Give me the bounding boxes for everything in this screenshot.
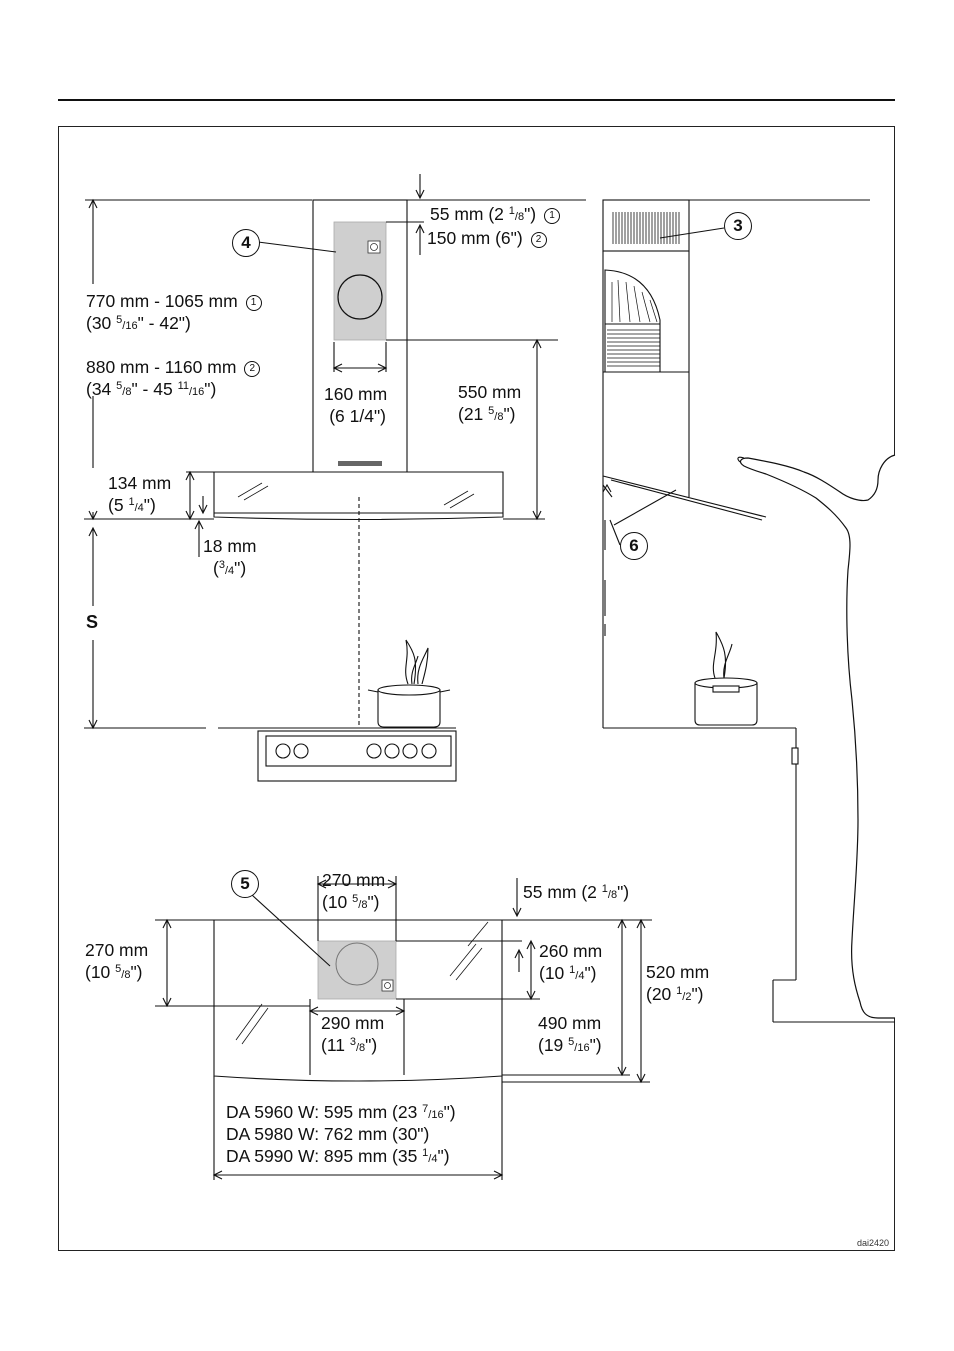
model-width-row: DA 5960 W: 595 mm (23 7/16") [226, 1102, 456, 1122]
model-widths: DA 5960 W: 595 mm (23 7/16") DA 5980 W: … [226, 1101, 456, 1167]
callout-3: 3 [724, 212, 752, 240]
s-label: S [86, 612, 99, 632]
room-elevation [602, 199, 896, 1023]
dim-490: 490 mm (19 5/16") [538, 1013, 602, 1055]
header-rule [58, 99, 895, 101]
dim-160: 160 mm(6 1/4") [324, 384, 388, 426]
model-width-row: DA 5990 W: 895 mm (35 1/4") [226, 1146, 450, 1166]
room-pot [694, 631, 758, 726]
dim-55-plan: 55 mm (2 1/8") [523, 882, 630, 902]
callout-4: 4 [232, 229, 260, 257]
canopy [213, 471, 504, 521]
dim-height-range-1: 770 mm - 1065 mm 1 (30 5/16" - 42") [86, 290, 262, 334]
pot [367, 639, 451, 728]
dim-height-range-2: 880 mm - 1160 mm 2 (34 5/8" - 45 11/16") [86, 356, 261, 400]
plan-view [155, 876, 652, 1180]
dim-290: 290 mm (11 3/8") [321, 1013, 385, 1055]
dim-270-top: 270 mm (10 5/8") [322, 870, 386, 912]
front-elevation [84, 174, 586, 782]
socket-zone [333, 221, 387, 341]
dim-55-top: 55 mm (2 1/8") 1 [430, 203, 560, 225]
dim-520: 520 mm (20 1/2") [646, 962, 710, 1004]
model-width-row: DA 5980 W: 762 mm (30") [226, 1124, 430, 1144]
duct-circle [337, 274, 383, 320]
callout-5: 5 [231, 870, 259, 898]
callout-6: 6 [620, 532, 648, 560]
canopy-plan [213, 919, 503, 1082]
dim-550: 550 mm (21 5/8") [458, 382, 522, 424]
dim-134: 134 mm (5 1/4") [108, 473, 172, 515]
figure-code: dai2420 [857, 1238, 890, 1248]
person-silhouette [739, 454, 896, 1019]
dim-18: 18 mm (3/4") [203, 536, 257, 578]
dim-270-left: 270 mm (10 5/8") [85, 940, 149, 982]
dim-150-top: 150 mm (6") 2 [427, 227, 547, 249]
dim-260: 260 mm (10 1/4") [539, 941, 603, 983]
